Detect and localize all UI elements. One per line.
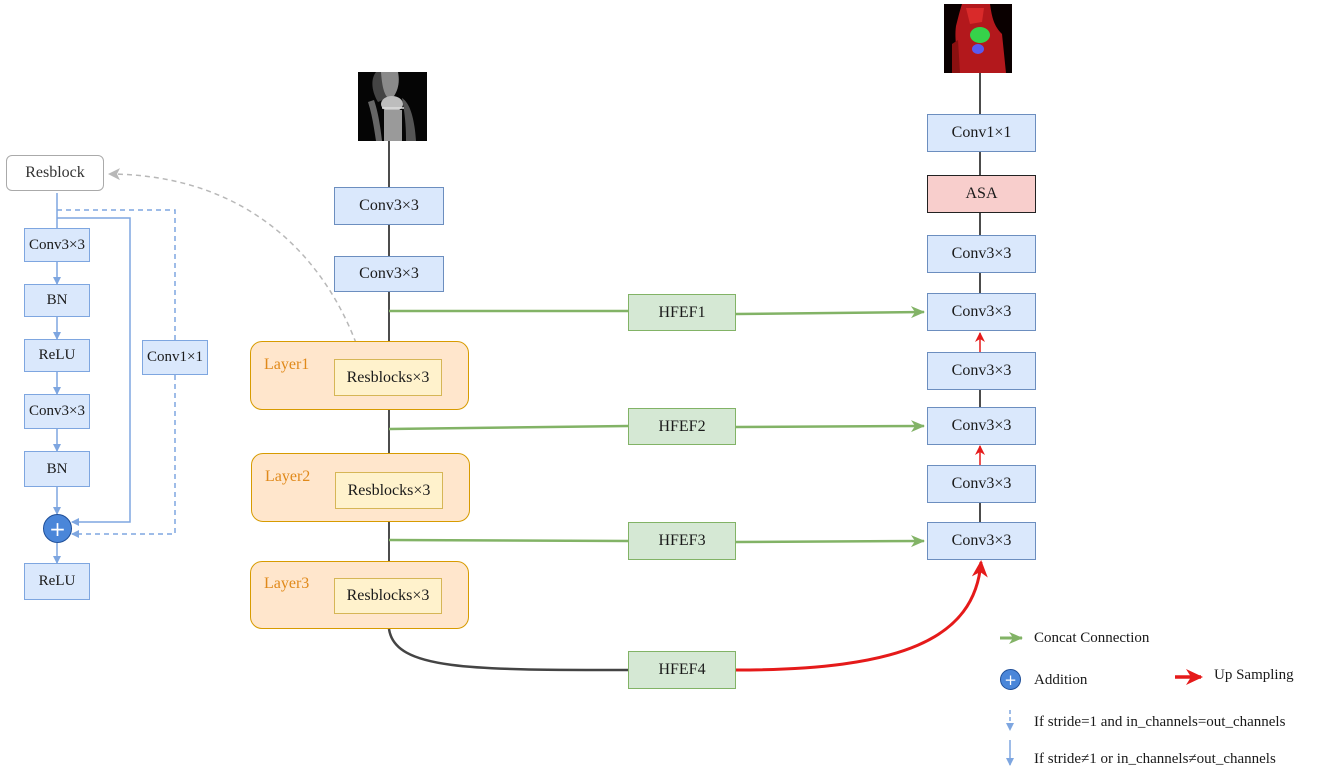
encoder-conv3x3-b: Conv3×3	[334, 256, 444, 292]
decoder-conv3x3-1: Conv3×3	[927, 235, 1036, 273]
layer1: Layer1 Resblocks×3	[250, 341, 469, 410]
resblock-arrows	[53, 193, 131, 564]
legend-stride-eq-label: If stride=1 and in_channels=out_channels	[1034, 714, 1286, 730]
resblock-shortcut-conv1x1: Conv1×1	[142, 340, 208, 375]
hfef4: HFEF4	[628, 651, 736, 689]
resblock-relu-1: ReLU	[24, 339, 90, 372]
layer1-resblocks: Resblocks×3	[334, 359, 442, 396]
encoder-conv3x3-a: Conv3×3	[334, 187, 444, 225]
legend-addition-icon: +	[1000, 669, 1021, 690]
legend-addition-label: Addition	[1034, 672, 1088, 688]
layer3: Layer3 Resblocks×3	[250, 561, 469, 629]
legend-concat-label: Concat Connection	[1034, 630, 1150, 646]
layer1-label: Layer1	[264, 356, 310, 373]
output-segmentation-image	[944, 4, 1012, 73]
layer2-label: Layer2	[265, 468, 311, 485]
resblock-dashed-shortcut	[57, 209, 176, 538]
layer2-resblocks: Resblocks×3	[335, 472, 443, 509]
legend-stride-neq-label: If stride≠1 or in_channels≠out_channels	[1034, 751, 1276, 767]
layer3-resblocks: Resblocks×3	[334, 578, 442, 614]
decoder-conv3x3-3: Conv3×3	[927, 352, 1036, 390]
resblock-conv3x3-2: Conv3×3	[24, 394, 90, 429]
decoder-conv3x3-4: Conv3×3	[927, 407, 1036, 445]
resblock-bn-1: BN	[24, 284, 90, 317]
resblock-bn-2: BN	[24, 451, 90, 487]
decoder-conv3x3-2: Conv3×3	[927, 293, 1036, 331]
hfef2: HFEF2	[628, 408, 736, 445]
input-mri-image	[358, 72, 427, 141]
decoder-conv1x1: Conv1×1	[927, 114, 1036, 152]
layer2: Layer2 Resblocks×3	[251, 453, 470, 522]
decoder-conv3x3-6: Conv3×3	[927, 522, 1036, 560]
encoder-to-hfef4-line	[387, 628, 629, 672]
hfef4-upsample-curve	[735, 560, 988, 672]
decoder-conv3x3-5: Conv3×3	[927, 465, 1036, 503]
asa-module: ASA	[927, 175, 1036, 213]
concat-connections	[388, 306, 925, 548]
resblock-reference-link	[108, 168, 363, 361]
legend-upsampling-label: Up Sampling	[1214, 667, 1294, 683]
addition-icon: +	[43, 514, 72, 543]
hfef3: HFEF3	[628, 522, 736, 560]
resblock-conv3x3-1: Conv3×3	[24, 228, 90, 262]
layer3-label: Layer3	[264, 575, 310, 592]
resblock-title: Resblock	[6, 155, 104, 191]
resblock-relu-out: ReLU	[24, 563, 90, 600]
hfef1: HFEF1	[628, 294, 736, 331]
